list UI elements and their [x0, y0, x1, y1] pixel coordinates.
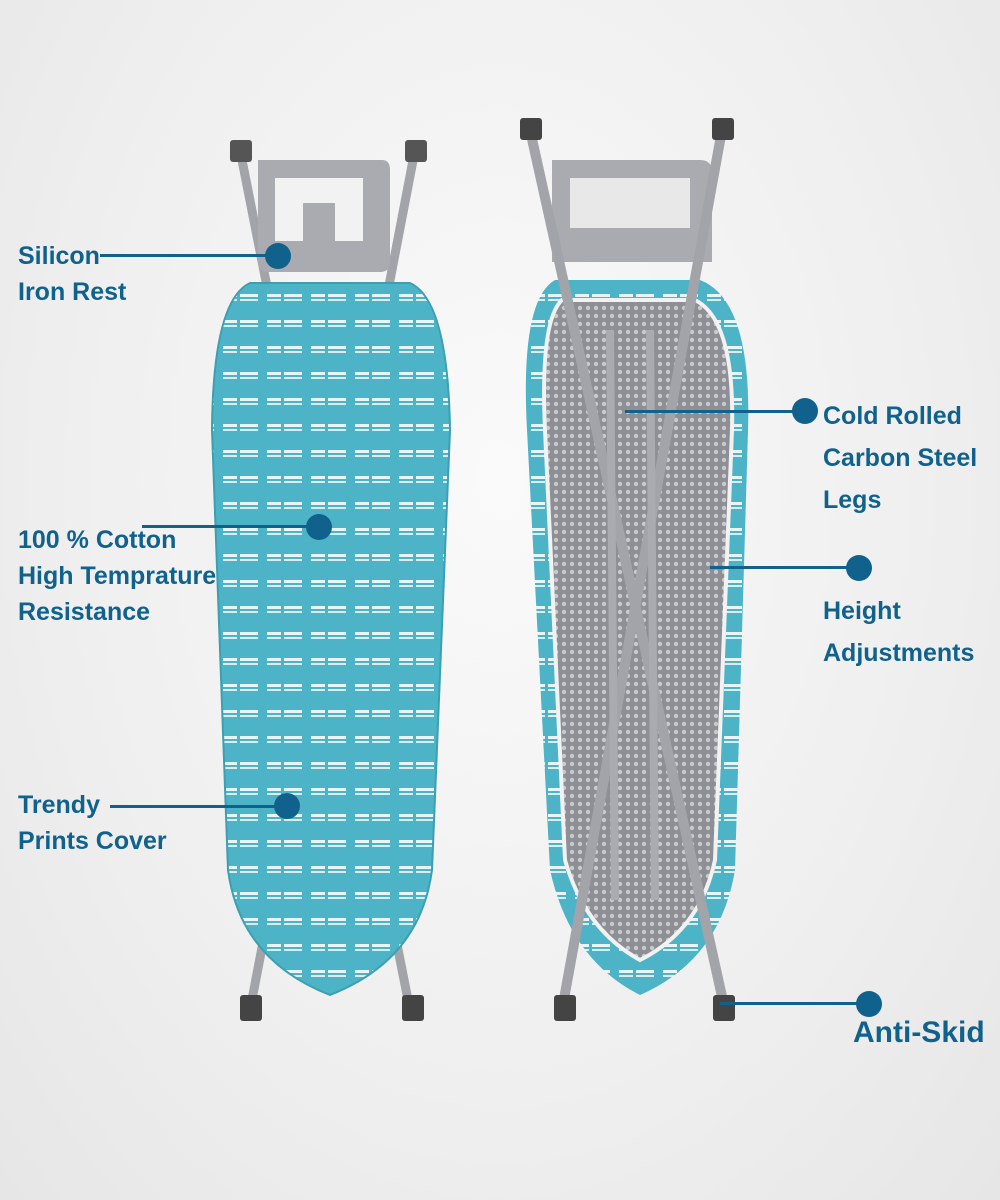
label-line: Trendy: [18, 791, 100, 819]
board-front: [210, 140, 452, 1021]
label-line: Cold Rolled: [823, 402, 962, 430]
callout-line: [142, 525, 314, 528]
label-anti-skid: Anti-Skid: [853, 1015, 985, 1051]
callout-line: [625, 410, 805, 413]
label-line: Carbon Steel: [823, 444, 978, 472]
board-back: [520, 118, 749, 1021]
label-line: Prints Cover: [18, 827, 167, 855]
label-line: Resistance: [18, 598, 151, 626]
label-line: Adjustments: [823, 639, 975, 667]
label-silicon-iron-rest: Silicon Iron Rest: [18, 238, 126, 310]
label-trendy-prints: Trendy Prints Cover: [18, 787, 167, 859]
callout-dot: [274, 793, 300, 819]
label-height-adjustments: Height Adjustments: [823, 590, 974, 674]
callout-dot: [856, 991, 882, 1017]
callout-dot: [846, 555, 872, 581]
label-line: Anti-Skid: [853, 1016, 985, 1049]
label-line: Silicon: [18, 242, 100, 270]
label-line: 100 % Cotton: [18, 526, 177, 554]
label-line: High Temprature: [18, 562, 217, 590]
callout-line: [710, 566, 850, 569]
callout-dot: [306, 514, 332, 540]
callout-line: [100, 254, 275, 257]
label-cotton: 100 % Cotton High Temprature Resistance: [18, 522, 216, 630]
label-line: Legs: [823, 486, 882, 514]
label-steel-legs: Cold Rolled Carbon Steel Legs: [823, 395, 977, 521]
callout-dot: [792, 398, 818, 424]
label-line: Height: [823, 597, 901, 625]
callout-line: [720, 1002, 860, 1005]
callout-dot: [265, 243, 291, 269]
label-line: Iron Rest: [18, 278, 127, 306]
callout-line: [110, 805, 280, 808]
